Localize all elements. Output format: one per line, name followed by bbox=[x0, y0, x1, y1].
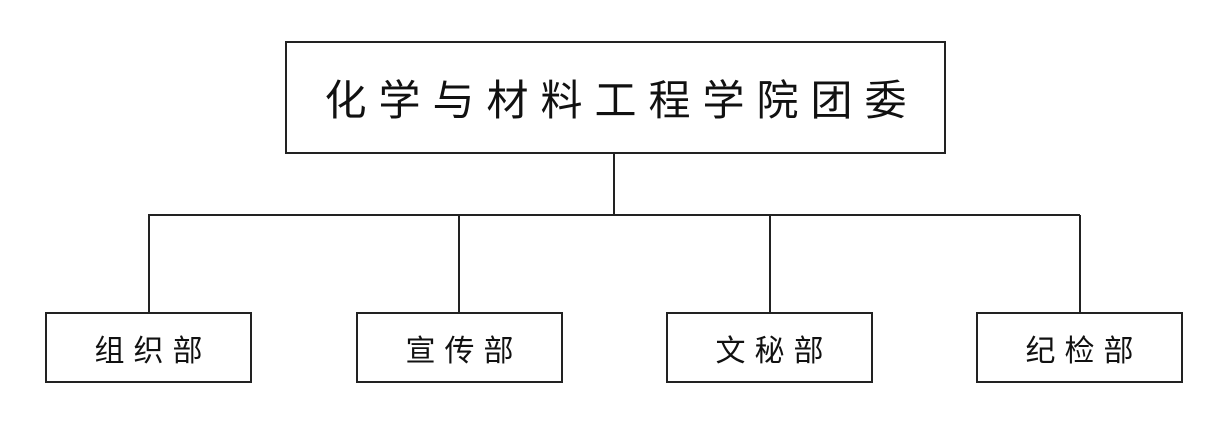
child-node-label: 纪检部 bbox=[1025, 333, 1143, 369]
root-node: 化学与材料工程学院团委 bbox=[285, 41, 946, 154]
child-node-secretariat: 文秘部 bbox=[666, 312, 873, 383]
child-node-label: 文秘部 bbox=[715, 333, 833, 369]
child-node-label: 宣传部 bbox=[405, 333, 523, 369]
child-node-publicity: 宣传部 bbox=[356, 312, 563, 383]
child-node-label: 组织部 bbox=[94, 333, 212, 369]
child-node-organization: 组织部 bbox=[45, 312, 252, 383]
child-node-discipline: 纪检部 bbox=[976, 312, 1183, 383]
root-node-label: 化学与材料工程学院团委 bbox=[324, 76, 919, 125]
